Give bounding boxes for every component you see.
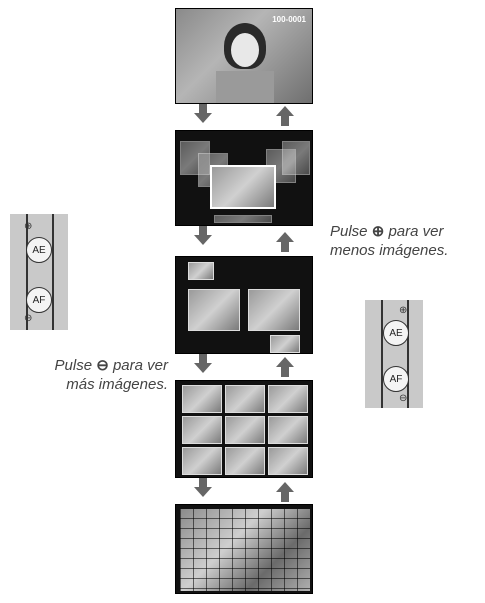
caption-line2: más imágenes. bbox=[66, 376, 168, 393]
hundred-frame-screen bbox=[175, 504, 313, 594]
caption-zoom-out: Pulse ⊖ para ver más imágenes. bbox=[8, 356, 168, 394]
zoom-out-icon: ⊖ bbox=[399, 393, 408, 404]
thumbnail bbox=[268, 385, 308, 413]
thumbnail bbox=[225, 416, 265, 444]
thumbnail bbox=[214, 215, 272, 223]
transition-screen bbox=[175, 130, 313, 226]
arrow-down-icon bbox=[194, 235, 212, 245]
single-frame-screen: 100-0001 bbox=[175, 8, 313, 104]
zoom-out-icon: ⊖ bbox=[24, 313, 33, 324]
af-button[interactable]: AF bbox=[26, 287, 52, 313]
arrow-down-stem bbox=[199, 226, 207, 236]
arrow-up-stem bbox=[281, 492, 289, 502]
thumbnail bbox=[182, 447, 222, 475]
thumbnail bbox=[268, 416, 308, 444]
arrow-up-stem bbox=[281, 367, 289, 377]
thumbnail-selected bbox=[210, 165, 276, 209]
af-button[interactable]: AF bbox=[383, 366, 409, 392]
arrow-up-stem bbox=[281, 116, 289, 126]
thumbnail bbox=[248, 289, 300, 331]
thumbnail bbox=[182, 416, 222, 444]
thumbnail bbox=[268, 447, 308, 475]
zoom-in-icon: ⊕ bbox=[371, 223, 385, 240]
caption-zoom-in: Pulse ⊕ para ver menos imágenes. bbox=[330, 222, 485, 260]
ae-button[interactable]: AE bbox=[383, 320, 409, 346]
subject-face bbox=[231, 33, 259, 67]
zoom-dial-right: ⊕ AE AF ⊖ bbox=[365, 300, 423, 408]
caption-prefix: Pulse bbox=[330, 223, 368, 240]
arrow-down-icon bbox=[194, 487, 212, 497]
nine-frame-screen bbox=[175, 380, 313, 478]
thumbnail bbox=[188, 289, 240, 331]
ae-button[interactable]: AE bbox=[26, 237, 52, 263]
thumbnail-grid bbox=[180, 509, 310, 591]
subject-body bbox=[216, 71, 274, 103]
arrow-up-icon bbox=[276, 482, 294, 492]
zoom-in-icon: ⊕ bbox=[24, 221, 33, 232]
arrow-down-stem bbox=[199, 478, 207, 488]
caption-suffix: para ver bbox=[112, 357, 168, 374]
arrow-up-icon bbox=[276, 357, 294, 367]
caption-suffix: para ver bbox=[388, 223, 444, 240]
arrow-down-stem bbox=[199, 104, 207, 114]
thumbnail bbox=[182, 385, 222, 413]
thumbnail bbox=[282, 141, 310, 175]
arrow-up-icon bbox=[276, 106, 294, 116]
two-frame-screen bbox=[175, 256, 313, 354]
zoom-dial-left: ⊕ AE AF ⊖ bbox=[10, 214, 68, 330]
thumbnail bbox=[188, 262, 214, 280]
thumbnail bbox=[270, 335, 300, 353]
zoom-in-icon: ⊕ bbox=[399, 305, 408, 316]
frame-number: 100-0001 bbox=[272, 15, 306, 24]
arrow-up-stem bbox=[281, 242, 289, 252]
caption-line2: menos imágenes. bbox=[330, 242, 449, 259]
zoom-out-icon: ⊖ bbox=[96, 357, 109, 374]
arrow-down-icon bbox=[194, 363, 212, 373]
arrow-up-icon bbox=[276, 232, 294, 242]
arrow-down-icon bbox=[194, 113, 212, 123]
arrow-down-stem bbox=[199, 354, 207, 364]
caption-prefix: Pulse bbox=[54, 357, 93, 374]
thumbnail bbox=[225, 447, 265, 475]
thumbnail bbox=[225, 385, 265, 413]
